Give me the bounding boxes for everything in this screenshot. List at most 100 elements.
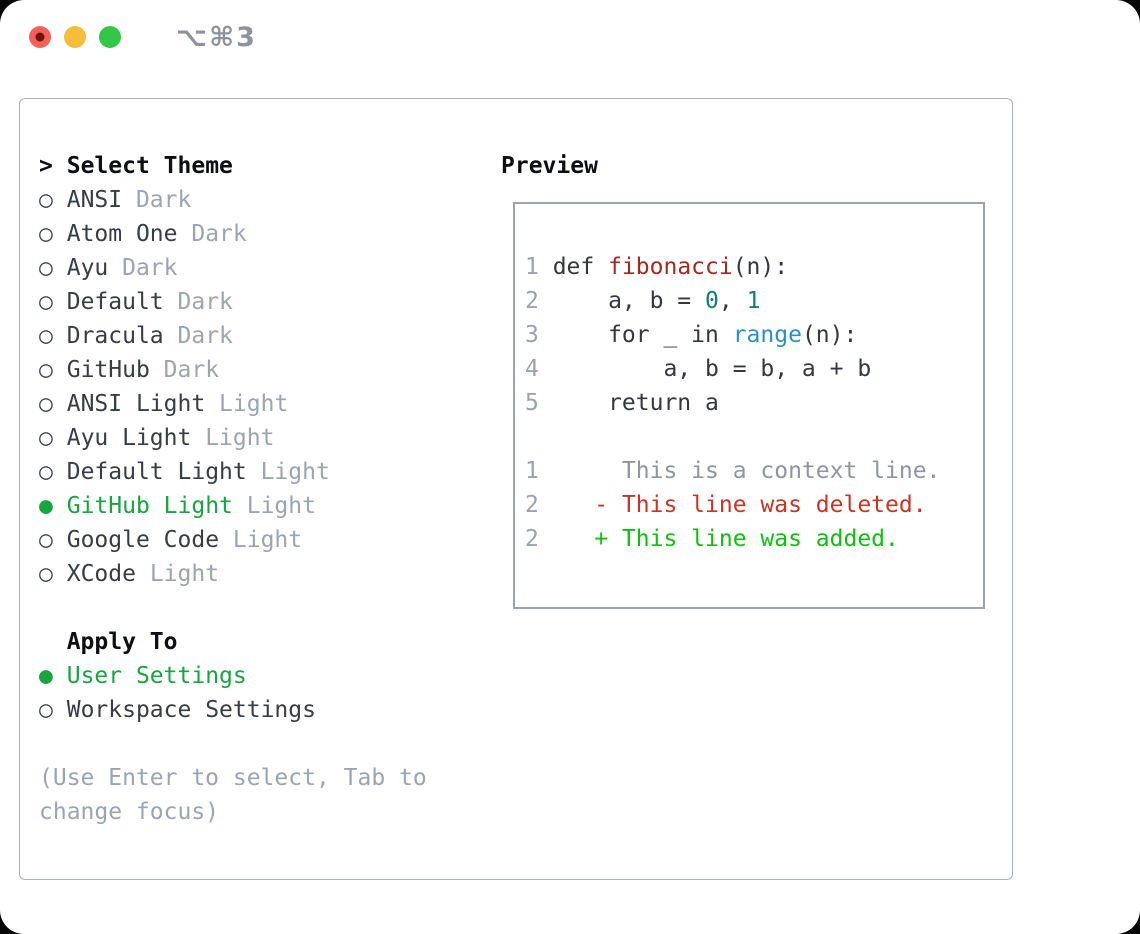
code-token: , <box>718 288 747 314</box>
option-tag: Dark <box>149 357 220 383</box>
option-tag: Dark <box>163 323 233 349</box>
code-token: This is a context line. <box>552 458 941 484</box>
radio-bullet-icon: ● <box>39 493 53 519</box>
radio-bullet-icon: ● <box>39 663 53 689</box>
code-token: (n): <box>732 254 789 280</box>
option-label: Dracula <box>66 323 164 349</box>
minimize-button[interactable] <box>64 26 86 48</box>
radio-bullet-icon: ○ <box>39 459 53 485</box>
titlebar: ⌥⌘3 <box>0 0 1140 74</box>
theme-option-default[interactable]: ○ Default Dark <box>39 285 459 319</box>
radio-bullet-icon: ○ <box>39 221 53 247</box>
option-tag: Dark <box>177 221 247 247</box>
code-line: 1 def fibonacci(n): <box>525 250 983 284</box>
line-number: 1 <box>525 254 539 280</box>
radio-bullet-icon: ○ <box>39 323 53 349</box>
option-tag: Light <box>232 493 316 519</box>
theme-picker-panel: > Select Theme ○ ANSI Dark○ Atom One Dar… <box>19 98 1013 880</box>
theme-option-github-light[interactable]: ● GitHub Light Light <box>39 489 459 523</box>
radio-bullet-icon: ○ <box>39 255 53 281</box>
preview-title: Preview <box>501 153 598 179</box>
radio-bullet-icon: ○ <box>39 425 53 451</box>
code-line: 2 a, b = 0, 1 <box>525 284 983 318</box>
theme-option-default-light[interactable]: ○ Default Light Light <box>39 455 459 489</box>
line-number: 2 <box>525 526 539 552</box>
option-label: Workspace Settings <box>66 697 316 723</box>
theme-selector-column: > Select Theme ○ ANSI Dark○ Atom One Dar… <box>39 149 459 829</box>
option-label: Default Light <box>66 459 247 485</box>
window-title: ⌥⌘3 <box>176 21 257 53</box>
theme-option-ansi[interactable]: ○ ANSI Dark <box>39 183 459 217</box>
theme-option-ayu-light[interactable]: ○ Ayu Light Light <box>39 421 459 455</box>
code-token: - This line was deleted. <box>552 492 927 518</box>
select-theme-header: > Select Theme <box>39 149 459 183</box>
option-tag: Dark <box>163 289 233 315</box>
theme-option-google-code[interactable]: ○ Google Code Light <box>39 523 459 557</box>
option-label: Ayu Light <box>66 425 192 451</box>
line-number: 5 <box>525 390 539 416</box>
option-tag: Light <box>135 561 220 587</box>
option-tag: Light <box>191 425 275 451</box>
radio-bullet-icon: ○ <box>39 697 53 723</box>
code-line: 2 + This line was added. <box>525 522 983 556</box>
code-line <box>525 420 983 454</box>
select-theme-title: Select Theme <box>66 153 233 179</box>
apply-option-user-settings[interactable]: ● User Settings <box>39 659 459 693</box>
option-label: GitHub Light <box>66 493 233 519</box>
option-label: XCode <box>66 561 136 587</box>
close-button[interactable] <box>29 26 51 48</box>
option-tag: Dark <box>122 187 192 213</box>
option-tag: Light <box>205 391 289 417</box>
theme-list: ○ ANSI Dark○ Atom One Dark○ Ayu Dark○ De… <box>39 183 459 591</box>
code-line: 2 - This line was deleted. <box>525 488 983 522</box>
theme-option-ayu[interactable]: ○ Ayu Dark <box>39 251 459 285</box>
option-tag: Light <box>219 527 303 553</box>
apply-options-list: ● User Settings○ Workspace Settings <box>39 659 459 727</box>
radio-bullet-icon: ○ <box>39 187 53 213</box>
line-number: 2 <box>525 288 539 314</box>
keyboard-hint: (Use Enter to select, Tab to change focu… <box>39 765 427 825</box>
option-label: User Settings <box>66 663 247 689</box>
prompt-arrow-icon: > <box>39 153 53 179</box>
code-token: fibonacci <box>608 254 733 280</box>
radio-bullet-icon: ○ <box>39 527 53 553</box>
radio-bullet-icon: ○ <box>39 561 53 587</box>
code-token: a, b = <box>552 288 706 314</box>
line-number: 4 <box>525 356 539 382</box>
line-number: 2 <box>525 492 539 518</box>
option-label: Ayu <box>66 255 109 281</box>
theme-option-xcode[interactable]: ○ XCode Light <box>39 557 459 591</box>
theme-option-atom-one[interactable]: ○ Atom One Dark <box>39 217 459 251</box>
radio-bullet-icon: ○ <box>39 357 53 383</box>
theme-option-github[interactable]: ○ GitHub Dark <box>39 353 459 387</box>
code-line: 4 a, b = b, a + b <box>525 352 983 386</box>
option-label: Atom One <box>66 221 178 247</box>
code-token: def <box>552 254 609 280</box>
apply-to-header: Apply To <box>39 625 459 659</box>
code-token: 1 <box>746 288 761 314</box>
option-label: Default <box>66 289 164 315</box>
code-line: 1 This is a context line. <box>525 454 983 488</box>
option-label: ANSI <box>66 187 123 213</box>
code-token: a, b = b, a + b <box>552 356 872 382</box>
code-token: (n): <box>801 322 858 348</box>
zoom-button[interactable] <box>99 26 121 48</box>
line-number: 1 <box>525 458 539 484</box>
option-label: GitHub <box>66 357 150 383</box>
theme-option-dracula[interactable]: ○ Dracula Dark <box>39 319 459 353</box>
code-token: range <box>732 322 802 348</box>
code-line: 5 return a <box>525 386 983 420</box>
theme-option-ansi-light[interactable]: ○ ANSI Light Light <box>39 387 459 421</box>
section-gap <box>39 591 459 625</box>
code-token: + This line was added. <box>552 526 899 552</box>
option-label: Google Code <box>66 527 220 553</box>
apply-option-workspace-settings[interactable]: ○ Workspace Settings <box>39 693 459 727</box>
code-token: 0 <box>705 288 719 314</box>
line-number: 3 <box>525 322 539 348</box>
radio-bullet-icon: ○ <box>39 391 53 417</box>
code-token: for _ in <box>552 322 733 348</box>
code-token: return a <box>552 390 719 416</box>
